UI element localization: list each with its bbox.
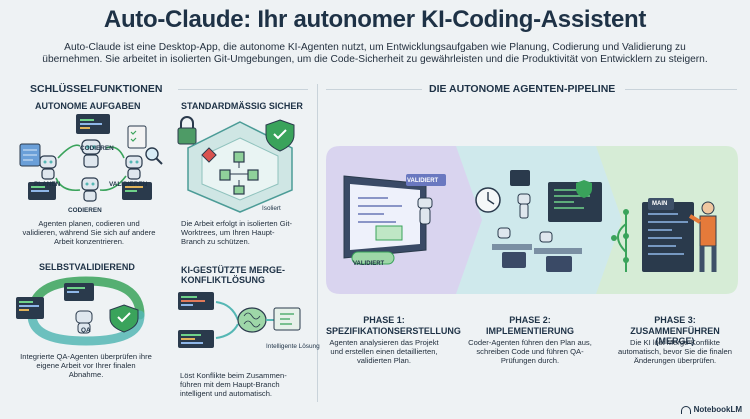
phase-2-desc: Coder-Agenten führen den Plan aus, schre…: [468, 338, 592, 365]
features-heading-rule: [178, 89, 308, 90]
merge-resolution-illustration: [178, 292, 301, 348]
label-planen: PLANEN: [34, 181, 61, 188]
feature-merge-desc: Löst Konflikte beim Zusammen-führen mit …: [180, 371, 287, 398]
feature-autonomous-desc: Agenten planen, codieren und validieren,…: [22, 219, 156, 246]
phase-3-title: PHASE 3: ZUSAMMENFÜHREN (MERGE): [630, 315, 720, 346]
label-isoliert: Isoliert: [262, 205, 281, 212]
notebooklm-logo-icon: [680, 405, 691, 414]
phase-3-desc: Die KI löst Merge-Konflikte automatisch,…: [618, 338, 732, 365]
label-validiert-badge: VALIDIERT: [353, 261, 385, 267]
pipeline-heading-rule-left: [326, 89, 422, 90]
phase-1-title: PHASE 1: SPEZIFIKATIONSERSTELLUNG: [326, 315, 461, 336]
phase-2-title: PHASE 2: IMPLEMENTIERUNG: [485, 315, 574, 336]
pipeline-heading: DIE AUTONOME AGENTEN-PIPELINE: [429, 83, 616, 95]
pipeline-illustration: [326, 146, 738, 294]
feature-secure-desc: Die Arbeit erfolgt in isolierten Git-Wor…: [181, 219, 292, 246]
page-title: Auto-Claude: Ihr autonomer KI-Coding-Ass…: [103, 6, 647, 33]
section-divider: [317, 84, 318, 402]
features-heading: SCHLÜSSELFUNKTIONEN: [30, 83, 163, 95]
feature-selfvalidate-title: SELBSTVALIDIEREND: [39, 262, 135, 272]
label-intelligente-loesung: Intelligente Lösung: [266, 343, 320, 350]
pipeline-heading-rule-right: [625, 89, 737, 90]
phase-1-desc: Agenten analysieren das Projekt und erst…: [329, 338, 439, 365]
label-validieren: VALIDIEREN: [109, 181, 148, 188]
feature-autonomous-title: AUTONOME AUFGABEN: [35, 101, 141, 111]
feature-merge-title: KI-GESTÜTZTE MERGE-KONFLIKTLÖSUNG: [181, 265, 285, 285]
page-subtitle: Auto-Claude ist eine Desktop-App, die au…: [42, 42, 708, 65]
brand-mark: NotebookLM: [680, 405, 742, 414]
label-codieren-top: CODIEREN: [80, 145, 114, 152]
feature-selfvalidate-desc: Integrierte QA-Agenten überprüfen ihre e…: [20, 352, 152, 379]
secure-worktree-illustration: [177, 116, 295, 213]
label-validiert-screen: VALIDIERT: [407, 178, 439, 184]
label-main: MAIN: [652, 201, 668, 207]
qa-badge: QA: [81, 327, 91, 334]
feature-secure-title: STANDARDMÄSSIG SICHER: [181, 101, 303, 111]
label-codieren-bottom: CODIEREN: [68, 207, 102, 214]
qa-cycle-illustration: [16, 276, 145, 346]
autonomous-agents-illustration: [19, 114, 163, 202]
brand-label: NotebookLM: [693, 405, 742, 414]
